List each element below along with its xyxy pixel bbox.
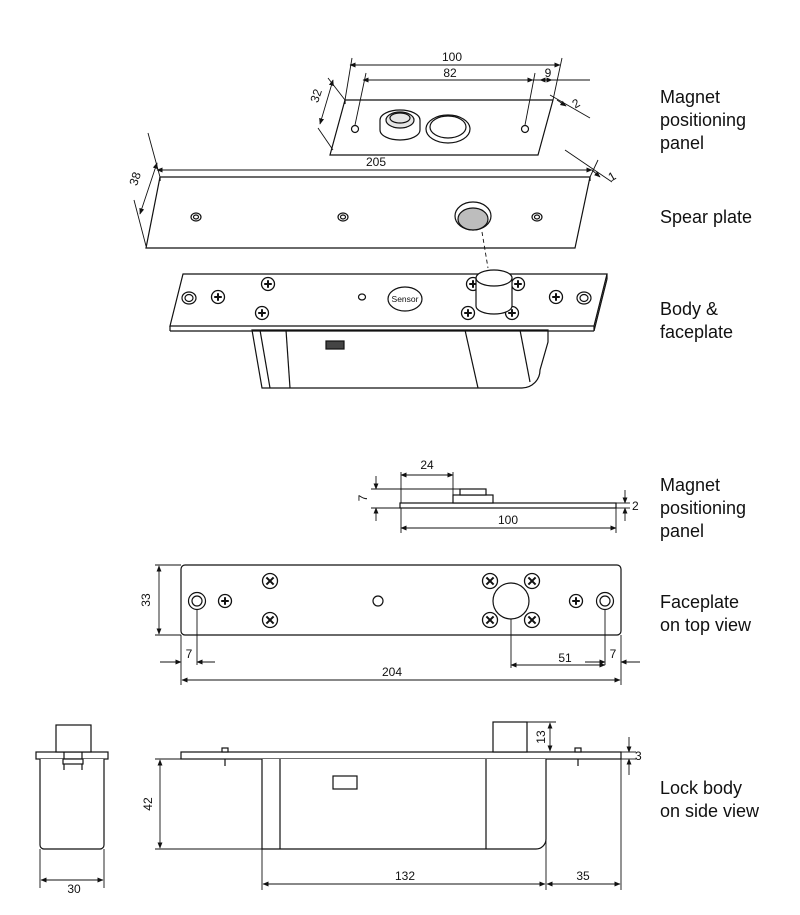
magnet-side-dims [371, 472, 630, 533]
dim-magnet-hole-span: 82 [443, 66, 457, 80]
label-line: on top view [660, 615, 752, 635]
label-line: Magnet [660, 475, 721, 495]
dim-side-magnet-offset: 24 [420, 458, 434, 472]
dim-spear-thick: 1 [606, 169, 619, 185]
label-line: faceplate [660, 322, 734, 342]
dim-magnet-edge: 9 [545, 66, 552, 80]
label-line: panel [660, 521, 705, 541]
lock-body-side-label: Lock body on side view [660, 777, 759, 823]
label-line: Body & [660, 299, 719, 319]
label-line: positioning [660, 498, 747, 518]
magnet-iso-dims [317, 57, 591, 151]
lock-body-end-view [35, 724, 109, 850]
label-line: Magnet [660, 87, 721, 107]
faceplate-top-label: Faceplate on top view [660, 591, 751, 637]
dim-side-magnet-len: 100 [498, 513, 518, 527]
dim-spear-width: 38 [126, 170, 144, 187]
spear-plate-label: Spear plate [660, 206, 752, 229]
label-line: Lock body [660, 778, 743, 798]
dim-magnet-thick: 2 [570, 96, 583, 112]
body-faceplate-iso [169, 269, 608, 389]
faceplate-top [180, 564, 622, 636]
dim-magnet-width: 32 [307, 87, 325, 104]
dim-side-magnet-thick: 2 [632, 499, 639, 513]
spear-iso-dims [133, 132, 613, 247]
label-line: Spear plate [660, 207, 753, 227]
dim-body-len: 132 [395, 869, 415, 883]
dim-bolt-height: 13 [534, 730, 548, 744]
lock-body-side-dims [155, 721, 636, 890]
dim-face-bolt-offset: 51 [558, 651, 572, 665]
dim-side-magnet-height: 7 [356, 494, 370, 501]
magnet-panel-label: Magnet positioning panel [660, 86, 746, 155]
lock-body-side [180, 721, 622, 850]
faceplate-top-dims [155, 564, 640, 685]
dim-bolt-end: 35 [576, 869, 590, 883]
dim-face-height: 33 [139, 593, 153, 607]
label-line: panel [660, 133, 705, 153]
label-line: positioning [660, 110, 747, 130]
dim-magnet-len: 100 [442, 50, 462, 64]
dim-spear-len: 205 [366, 155, 386, 169]
dim-face-left-edge: 7 [186, 647, 193, 661]
end-view-dims [39, 849, 105, 888]
dimension-labels: 100 82 9 2 32 205 1 38 24 7 2 100 33 7 5… [67, 50, 642, 896]
sensor-label: Sensor [392, 294, 419, 304]
label-line: Faceplate [660, 592, 740, 612]
dim-plate-thick: 3 [635, 749, 642, 763]
dim-body-depth: 42 [141, 797, 155, 811]
dim-body-width: 30 [67, 882, 81, 896]
dim-face-len: 204 [382, 665, 402, 679]
magnet-panel-side [399, 488, 617, 509]
magnet-panel-iso [329, 99, 554, 156]
magnet-panel-side-label: Magnet positioning panel [660, 474, 746, 543]
spear-plate-iso [145, 176, 591, 249]
label-line: on side view [660, 801, 760, 821]
body-faceplate-label: Body & faceplate [660, 298, 733, 344]
dim-face-right-edge: 7 [610, 647, 617, 661]
